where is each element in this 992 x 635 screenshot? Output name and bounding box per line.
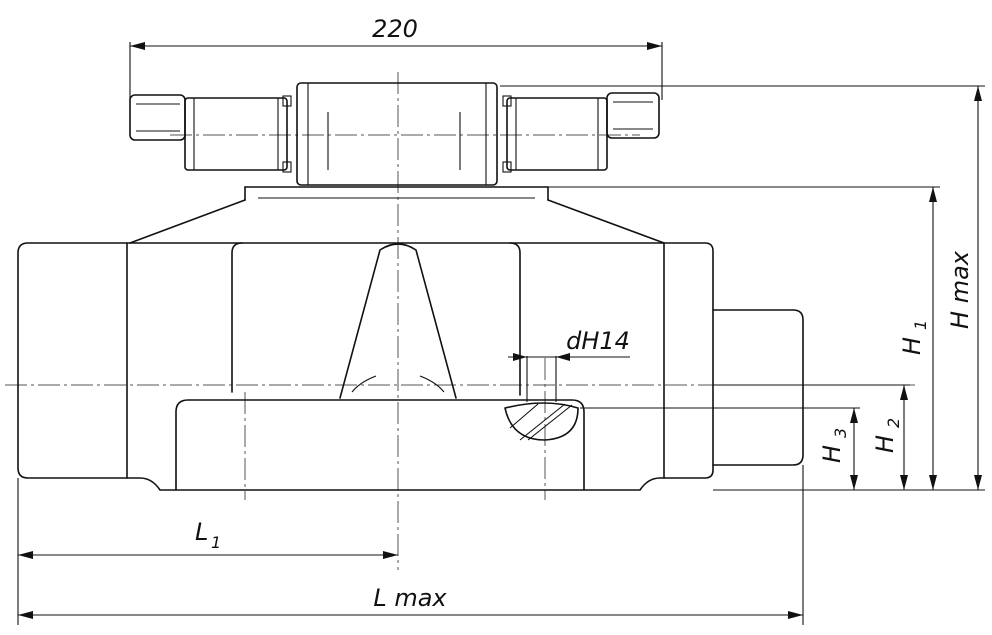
dim-lmax-label: L max — [373, 584, 447, 612]
svg-text:H: H — [898, 337, 926, 355]
svg-text:H: H — [871, 435, 899, 453]
dimension-220 — [129, 42, 663, 100]
cap-plate — [129, 186, 665, 244]
dimension-dh14 — [508, 353, 630, 361]
svg-text:L: L — [195, 518, 208, 546]
svg-text:1: 1 — [211, 533, 221, 552]
svg-text:3: 3 — [831, 428, 850, 438]
dim-hmax-label: H max — [946, 250, 974, 329]
dim-l1-label: L 1 — [195, 518, 221, 552]
top-mechanism — [129, 82, 660, 186]
dim-h1-label: H 1 — [898, 320, 930, 355]
dim-h3-label: H 3 — [818, 428, 850, 463]
svg-text:2: 2 — [884, 418, 903, 428]
dimension-vertical — [500, 85, 985, 491]
dim-220-label: 220 — [372, 15, 418, 43]
dim-h2-label: H 2 — [871, 418, 903, 453]
dimension-horizontal — [17, 465, 804, 625]
svg-text:1: 1 — [911, 320, 930, 330]
dim-dh14-label: dH14 — [566, 327, 630, 355]
centerlines — [5, 72, 915, 570]
main-body — [17, 242, 804, 491]
svg-text:H: H — [818, 445, 846, 463]
